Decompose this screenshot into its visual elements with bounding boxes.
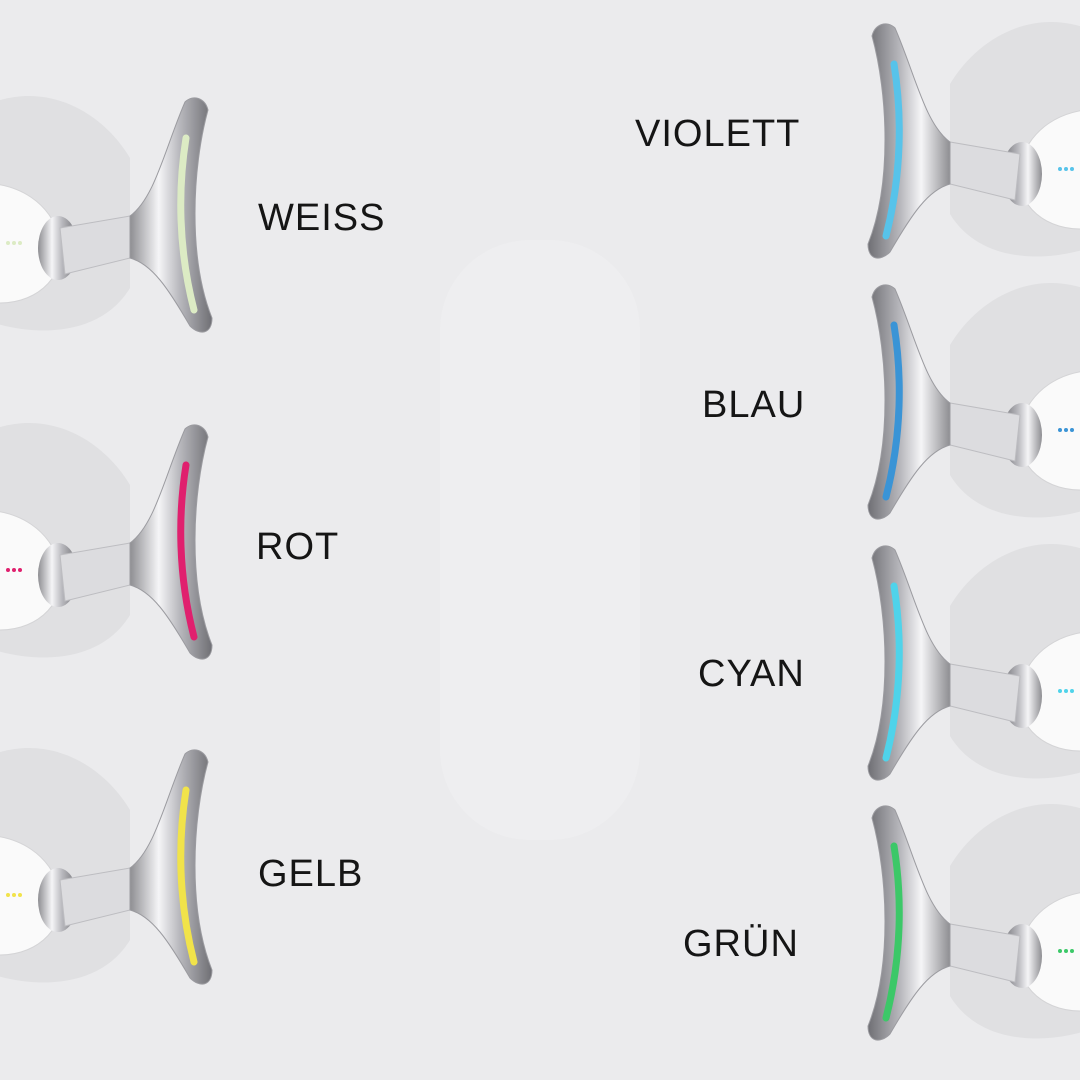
device-chrome-head xyxy=(867,284,951,520)
massager-device-blau xyxy=(800,275,1080,535)
led-light-strip xyxy=(882,582,903,762)
device-chrome-head xyxy=(867,23,951,259)
device-chrome-head xyxy=(129,749,213,985)
indicator-dot xyxy=(1070,689,1074,693)
color-label-cyan: CYAN xyxy=(698,653,805,695)
massager-device-gelb xyxy=(0,740,280,1000)
indicator-dot xyxy=(6,893,10,897)
led-light-strip xyxy=(177,461,198,641)
indicator-dot xyxy=(1070,167,1074,171)
color-label-gruen: GRÜN xyxy=(683,923,799,965)
indicator-dot xyxy=(18,241,22,245)
indicator-dot xyxy=(1064,949,1068,953)
indicator-dot xyxy=(6,568,10,572)
device-chrome-head xyxy=(867,805,951,1041)
massager-device-violett xyxy=(800,14,1080,274)
massager-device-weiss xyxy=(0,88,280,348)
indicator-dot xyxy=(12,568,16,572)
led-light-strip xyxy=(882,60,903,240)
led-light-strip xyxy=(177,786,198,966)
indicator-dot xyxy=(1058,167,1062,171)
led-light-strip xyxy=(177,134,198,314)
indicator-dot xyxy=(1064,689,1068,693)
led-light-strip xyxy=(882,842,903,1022)
color-label-gelb: GELB xyxy=(258,853,364,895)
color-label-violett: VIOLETT xyxy=(635,113,801,155)
led-light-strip xyxy=(882,321,903,501)
indicator-dot xyxy=(12,893,16,897)
indicator-dot xyxy=(6,241,10,245)
device-chrome-head xyxy=(129,424,213,660)
device-chrome-head xyxy=(129,97,213,333)
indicator-dot xyxy=(1064,428,1068,432)
indicator-dot xyxy=(1070,428,1074,432)
background-device-silhouette xyxy=(440,240,640,840)
massager-device-gruen xyxy=(800,796,1080,1056)
massager-device-rot xyxy=(0,415,280,675)
indicator-dot xyxy=(1058,949,1062,953)
indicator-dot xyxy=(1058,428,1062,432)
color-label-weiss: WEISS xyxy=(258,197,386,239)
indicator-dot xyxy=(18,893,22,897)
massager-device-cyan xyxy=(800,536,1080,796)
device-chrome-head xyxy=(867,545,951,781)
indicator-dot xyxy=(1070,949,1074,953)
indicator-dot xyxy=(18,568,22,572)
indicator-dot xyxy=(12,241,16,245)
indicator-dot xyxy=(1058,689,1062,693)
color-label-blau: BLAU xyxy=(702,384,806,426)
color-label-rot: ROT xyxy=(256,526,340,568)
indicator-dot xyxy=(1064,167,1068,171)
